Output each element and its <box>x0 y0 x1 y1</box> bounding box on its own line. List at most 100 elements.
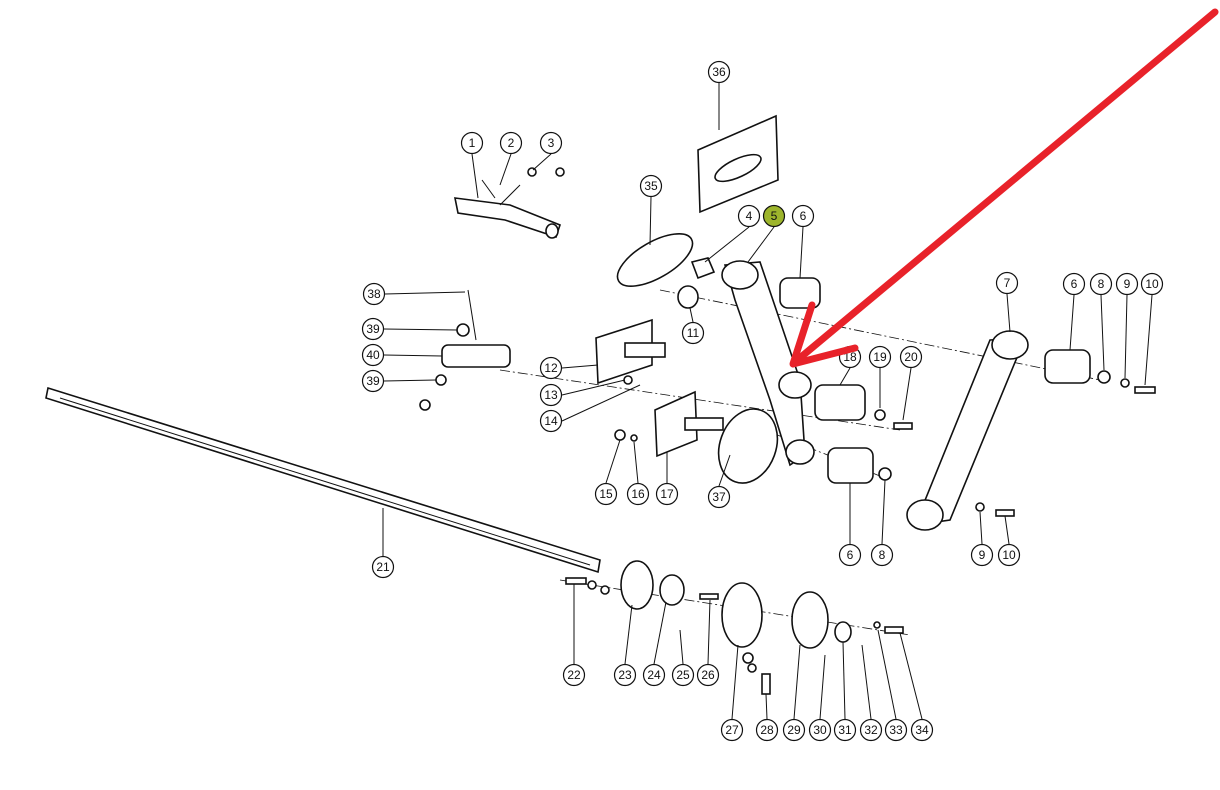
leader-line-4 <box>704 226 750 263</box>
callout-part-9: 9 <box>970 543 994 567</box>
bearing-part-31 <box>834 621 852 643</box>
callout-number: 8 <box>879 548 886 562</box>
shaft-part-21 <box>45 386 601 574</box>
callout-number: 19 <box>873 350 887 364</box>
callout-number: 31 <box>838 723 852 737</box>
leader-line-18 <box>839 367 851 386</box>
callout-part-6: 6 <box>791 204 815 228</box>
callout-part-5: 5 <box>762 204 786 228</box>
leader-line-30 <box>819 654 826 720</box>
callout-part-14: 14 <box>539 409 563 433</box>
leader-line-39 <box>383 379 437 382</box>
callout-part-33: 33 <box>884 718 908 742</box>
callout-part-17: 17 <box>655 482 679 506</box>
leader-line-32 <box>861 644 872 720</box>
leader-line-10 <box>1004 515 1010 545</box>
callout-circle <box>1115 272 1139 296</box>
callout-part-15: 15 <box>594 482 618 506</box>
callout-part-31: 31 <box>833 718 857 742</box>
bushing-part-6c <box>1044 349 1091 384</box>
callout-part-22: 22 <box>562 663 586 687</box>
callout-circle <box>562 663 586 687</box>
callout-circle <box>737 204 761 228</box>
callout-circle <box>997 543 1021 567</box>
plate-slot <box>714 153 762 183</box>
leader-line-20 <box>902 367 912 421</box>
callout-number: 15 <box>599 487 613 501</box>
callout-circle <box>1062 272 1086 296</box>
callout-number: 10 <box>1002 548 1016 562</box>
callout-part-11: 11 <box>681 321 705 345</box>
callout-part-39: 39 <box>361 369 385 393</box>
highlighted-callout-circle <box>762 204 786 228</box>
bracket-part-1 <box>453 179 561 239</box>
callout-circle <box>859 718 883 742</box>
callout-circle <box>1089 272 1113 296</box>
callout-circle <box>884 718 908 742</box>
callout-number: 16 <box>631 487 645 501</box>
callout-circle <box>460 131 484 155</box>
callout-circle <box>626 482 650 506</box>
leader-line-39 <box>383 328 458 331</box>
callout-number: 12 <box>544 361 558 375</box>
leader-line-2 <box>499 153 512 186</box>
callout-circle <box>539 409 563 433</box>
callout-circle <box>696 663 720 687</box>
callout-circle <box>833 718 857 742</box>
callout-number: 10 <box>1145 277 1159 291</box>
callout-number: 1 <box>469 136 476 150</box>
callout-number: 35 <box>644 179 658 193</box>
callout-part-10: 10 <box>997 543 1021 567</box>
callout-number: 25 <box>676 668 690 682</box>
leader-line-6 <box>799 226 804 279</box>
callout-number: 8 <box>1098 277 1105 291</box>
callout-number: 26 <box>701 668 715 682</box>
callout-circle <box>910 718 934 742</box>
callout-part-2: 2 <box>499 131 523 155</box>
leader-line-28 <box>765 693 768 720</box>
callout-part-9: 9 <box>1115 272 1139 296</box>
bearing-part-24 <box>659 574 685 606</box>
leader-line-25 <box>679 629 684 665</box>
callout-number: 17 <box>660 487 674 501</box>
callout-part-4: 4 <box>737 204 761 228</box>
callout-part-6: 6 <box>838 543 862 567</box>
callout-circle <box>782 718 806 742</box>
disc-part-37 <box>717 408 779 484</box>
spacer-part-11 <box>677 285 699 309</box>
callout-number: 2 <box>508 136 515 150</box>
callout-circle <box>613 663 637 687</box>
leader-line-7 <box>1006 293 1011 333</box>
callout-circle <box>868 345 892 369</box>
callout-number: 30 <box>813 723 827 737</box>
leader-line-33 <box>877 629 897 720</box>
flange-part-27 <box>721 582 763 648</box>
callout-circle <box>671 663 695 687</box>
callout-circle <box>995 271 1019 295</box>
leader-line-14 <box>561 384 641 422</box>
callout-number: 38 <box>367 287 381 301</box>
callout-number: 9 <box>1124 277 1131 291</box>
plate-part-35 <box>616 233 694 287</box>
callout-part-20: 20 <box>899 345 923 369</box>
leader-line-8 <box>1100 294 1105 371</box>
leader-line-16 <box>633 441 639 484</box>
callout-circle <box>361 343 385 367</box>
callout-part-29: 29 <box>782 718 806 742</box>
leader-line-27 <box>731 644 739 720</box>
callout-number: 6 <box>847 548 854 562</box>
parts <box>45 114 1156 695</box>
callout-circle <box>361 369 385 393</box>
callout-part-23: 23 <box>613 663 637 687</box>
leader-line-13 <box>561 379 626 396</box>
small-hardware <box>419 167 1156 695</box>
callout-circle <box>539 131 563 155</box>
callout-number: 37 <box>712 490 726 504</box>
leader-line-24 <box>653 601 667 665</box>
callout-number: 40 <box>366 348 380 362</box>
leader-line-1 <box>471 153 479 199</box>
callout-number: 6 <box>800 209 807 223</box>
leader-line-3 <box>532 153 552 171</box>
